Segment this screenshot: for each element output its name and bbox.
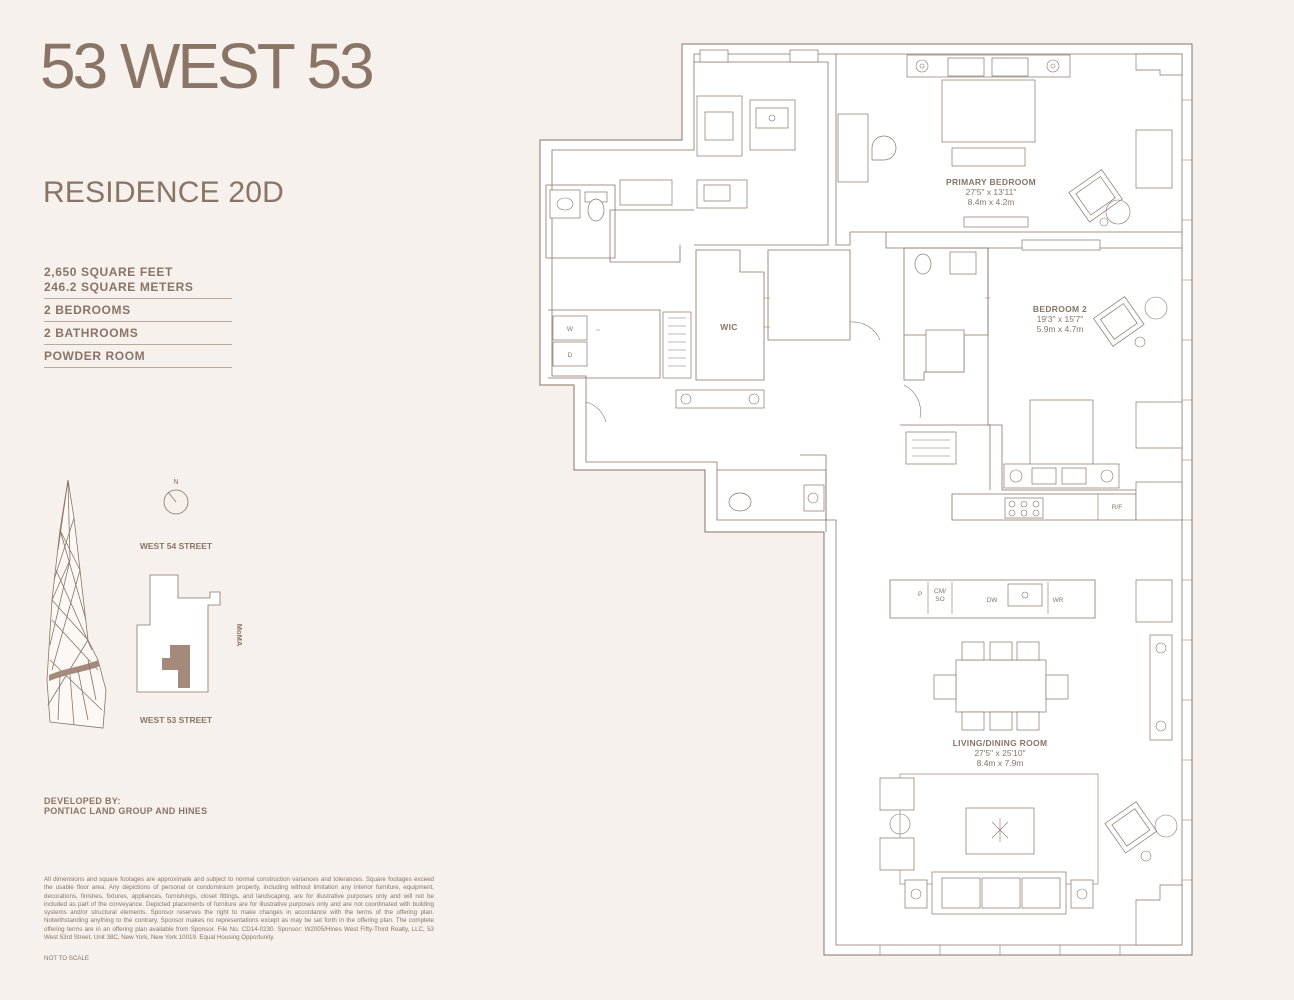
spec-divider [44,367,232,368]
street-north-label: WEST 54 STREET [140,541,213,551]
dw-label: DW [987,597,999,604]
structural-columns [1135,53,1183,946]
laundry: W D [552,311,692,379]
primary-bath-fixtures [619,49,819,209]
media-console [1149,634,1173,741]
legal-disclaimer: All dimensions and square footages are a… [44,876,434,942]
wic-label: WIC [720,322,737,332]
spec-powder-room: POWDER ROOM [44,349,146,363]
north-label: N [173,479,178,486]
floor-plan: .w { fill: #ffffff; stroke: #8a7466; str… [539,43,1193,956]
dining-set [933,641,1069,731]
developer-label: DEVELOPED BY: [44,796,121,806]
spec-divider [44,321,232,322]
door-swings [585,297,990,423]
spec-bedrooms: 2 BEDROOMS [44,303,131,317]
site-block-outline [136,574,221,693]
site-building-highlight [162,645,190,688]
bedroom-2-furniture [905,239,1168,489]
dryer-label: D [568,352,573,359]
developer-name: PONTIAC LAND GROUP AND HINES [44,806,208,816]
wr-label: WR [1053,597,1064,604]
primary-bedroom-name: PRIMARY BEDROOM [946,177,1036,187]
pantry-label: P [918,591,922,598]
left-bath-fixtures [549,189,608,222]
moma-label: MoMA [235,624,244,647]
living-seating [879,773,1178,915]
living-room-imperial: 27'5" x 25'10" [974,748,1025,758]
cm-label: CM/ [934,588,946,595]
spec-square-meters: 246.2 SQUARE METERS [44,280,194,294]
spec-square-feet: 2,650 SQUARE FEET [44,265,173,279]
spec-divider [44,344,232,345]
gallery-console [675,389,765,409]
kitchen: R/F P CM/ SO DW WR [918,494,1122,614]
spec-bathrooms: 2 BATHROOMS [44,326,139,340]
street-south-label: WEST 53 STREET [140,715,213,725]
bedroom-2-name: BEDROOM 2 [1033,304,1087,314]
primary-bedroom-imperial: 27'5" x 13'11" [966,187,1017,197]
not-to-scale-note: NOT TO SCALE [44,955,90,962]
spec-divider [44,298,232,299]
site-diagram: N WEST 54 STREET MoMA WEST 53 STREET [46,479,244,729]
so-label: SO [935,596,944,603]
residence-title: RESIDENCE 20D [43,176,285,209]
primary-bedroom-metric: 8.4m x 4.2m [968,197,1015,207]
bedroom-2-imperial: 19'3" x 15'7" [1037,314,1084,324]
tower-illustration [46,479,107,729]
room-labels: PRIMARY BEDROOM 27'5" x 13'11" 8.4m x 4.… [946,177,1087,768]
refrigerator-label: R/F [1112,504,1123,511]
washer-label: W [567,326,574,333]
interior-walls [545,54,1182,619]
living-room-metric: 8.4m x 7.9m [977,758,1024,768]
primary-bedroom-furniture [837,54,1131,228]
bedroom-2-metric: 5.9m x 4.7m [1037,324,1084,334]
powder-room-fixtures [728,484,825,512]
north-compass: N [163,479,189,515]
brand-title: 53 WEST 53 [40,30,375,102]
living-room-name: LIVING/DINING ROOM [953,738,1048,748]
